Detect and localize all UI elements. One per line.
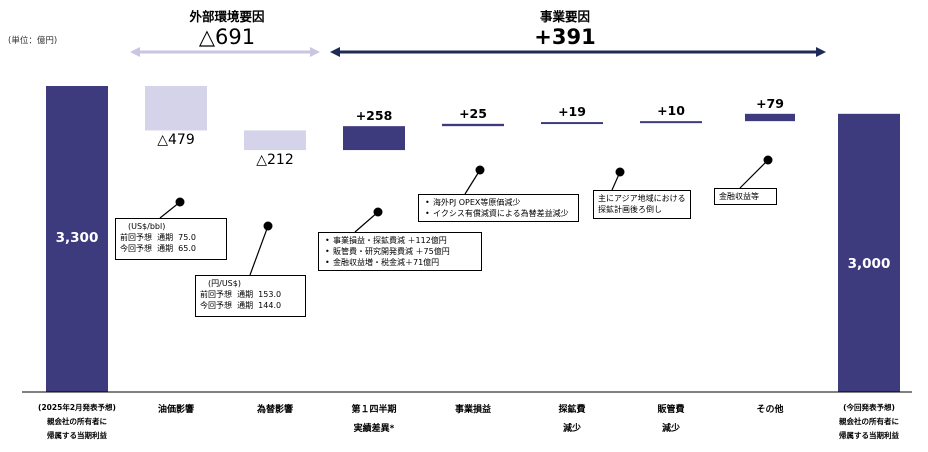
x-label-1-line-3: 帰属する当期利益 — [47, 431, 107, 440]
x-label-9-line-1: (今回発表予想) — [843, 403, 895, 412]
fx-callout: (円/US$) 前回予想 通期 153.0 今回予想 通期 144.0 — [195, 275, 306, 317]
exploration-leader — [611, 167, 625, 191]
fx-callout-row-2: 今回予想 通期 144.0 — [200, 301, 282, 310]
exploration-callout-row-1: 主にアジア地域における — [598, 194, 686, 203]
bars — [46, 86, 900, 393]
x-label-1-line-1: (2025年2月発表予想) — [38, 403, 116, 412]
x-label-5: 事業損益 — [423, 401, 523, 420]
x-label-7-line-2: 減少 — [661, 424, 680, 434]
x-label-1-line-2: 親会社の所有者に — [47, 417, 107, 426]
x-label-8-line-1: その他 — [756, 405, 784, 415]
x-label-9: (今回発表予想) 親会社の所有者に帰属する当期利益 — [809, 401, 928, 443]
q1-callout-item-3: 金融収益増・税金減＋71億円 — [325, 257, 477, 268]
business-callout-item-2: イクシス有償減資による為替差益減少 — [425, 208, 574, 219]
x-label-2-line-1: 油価影響 — [157, 405, 194, 415]
q1-variance-callout: 事業損益・探鉱費減 ＋112億円 販管費・研究開発費減 ＋75億円 金融収益増・… — [318, 232, 482, 271]
exploration-callout: 主にアジア地域における 探鉱計画後ろ倒し — [593, 190, 691, 219]
value-label-4: +258 — [355, 108, 393, 124]
unit-label: (単位：億円) — [8, 36, 58, 46]
value-label-7: +10 — [657, 103, 685, 119]
value-label-1: 3,300 — [55, 230, 99, 246]
business-leader — [464, 165, 485, 195]
business-factor-name: 事業要因 — [539, 9, 590, 24]
external-factor-header: 外部環境要因 △691 — [148, 6, 306, 49]
business-factor-value: +391 — [534, 25, 596, 49]
x-label-9-line-3: 帰属する当期利益 — [839, 431, 899, 440]
oil-price-callout: (US$/bbl) 前回予想 通期 75.0 今回予想 通期 65.0 — [115, 218, 227, 260]
x-label-9-line-2: 親会社の所有者に — [839, 417, 899, 426]
bar-1 — [46, 86, 108, 392]
business-factor-header: 事業要因 +391 — [490, 6, 640, 49]
value-label-5: +25 — [459, 105, 487, 121]
oil-callout-row-2: 今回予想 通期 65.0 — [120, 244, 196, 253]
x-label-7: 販管費減少 — [621, 401, 721, 439]
value-label-3: △212 — [256, 152, 294, 169]
x-label-8: その他 — [720, 401, 820, 420]
x-label-2: 油価影響 — [126, 401, 226, 420]
external-factor-arrow — [130, 47, 320, 57]
x-label-1: (2025年2月発表予想) 親会社の所有者に帰属する当期利益 — [17, 401, 137, 443]
exploration-callout-row-2: 探鉱計画後ろ倒し — [598, 205, 662, 214]
business-callout: 海外PJ OPEX等原価減少 イクシス有償減資による為替差益減少 — [418, 194, 579, 222]
q1-leader — [354, 207, 383, 233]
other-callout-row-1: 金融収益等 — [719, 192, 759, 201]
x-label-7-line-1: 販管費 — [657, 405, 685, 415]
x-label-5-line-1: 事業損益 — [454, 405, 491, 415]
oil-callout-header: (US$/bbl) — [128, 222, 166, 231]
value-label-9: 3,000 — [847, 256, 891, 272]
x-label-4-line-1: 第１四半期 — [351, 405, 397, 415]
other-leader — [739, 155, 773, 189]
q1-callout-item-1: 事業損益・探鉱費減 ＋112億円 — [325, 235, 477, 246]
bar-8 — [745, 113, 795, 122]
x-label-3-line-1: 為替影響 — [256, 405, 293, 415]
x-label-6: 探鉱費減少 — [522, 401, 622, 439]
bar-2 — [145, 86, 207, 131]
external-factor-value: △691 — [198, 25, 256, 49]
other-callout: 金融収益等 — [714, 188, 777, 205]
x-label-6-line-1: 探鉱費 — [558, 405, 586, 415]
leader-lines — [159, 155, 773, 276]
group-arrows — [130, 47, 826, 57]
bar-9 — [838, 113, 900, 393]
value-label-8: +79 — [756, 95, 784, 111]
value-label-6: +19 — [558, 104, 586, 120]
business-factor-arrow — [330, 47, 826, 57]
business-callout-item-1: 海外PJ OPEX等原価減少 — [425, 197, 574, 208]
value-label-2: △479 — [157, 132, 195, 149]
fx-callout-row-1: 前回予想 通期 153.0 — [200, 290, 282, 299]
external-factor-name: 外部環境要因 — [189, 9, 265, 24]
fx-leader — [249, 221, 273, 276]
x-label-3: 為替影響 — [225, 401, 325, 420]
x-label-6-line-2: 減少 — [562, 424, 581, 434]
bar-7 — [640, 121, 702, 124]
bar-6 — [541, 122, 603, 125]
x-label-4: 第１四半期実績差異* — [324, 401, 424, 439]
q1-callout-item-2: 販管費・研究開発費減 ＋75億円 — [325, 246, 477, 257]
fx-callout-header: (円/US$) — [208, 279, 241, 288]
oil-callout-row-1: 前回予想 通期 75.0 — [120, 233, 196, 242]
bar-3 — [244, 130, 306, 151]
x-label-4-line-2: 実績差異* — [353, 424, 395, 434]
oil-leader — [159, 197, 185, 219]
bar-5 — [442, 123, 504, 127]
bar-4 — [343, 126, 405, 151]
